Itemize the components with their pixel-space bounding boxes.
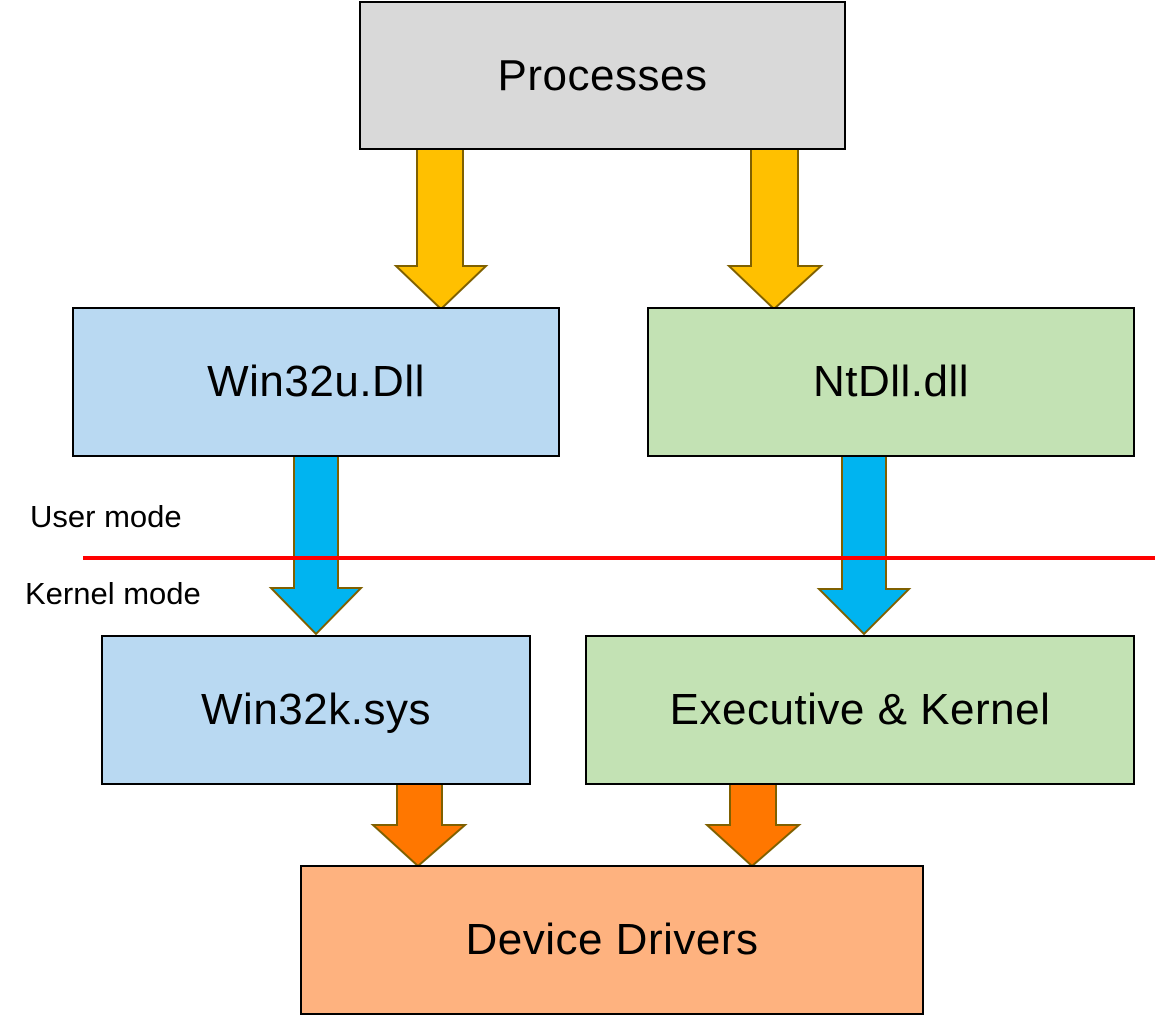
kernel-mode-label: Kernel mode (25, 576, 201, 611)
executive-kernel-box: Executive & Kernel (585, 635, 1135, 785)
win32u-dll-box: Win32u.Dll (72, 307, 560, 457)
arrow-executive-to-drivers (704, 782, 802, 868)
win32k-sys-box: Win32k.sys (101, 635, 531, 785)
arrow-win32k-to-drivers (370, 782, 468, 868)
user-mode-label: User mode (30, 499, 182, 534)
ntdll-dll-box: NtDll.dll (647, 307, 1135, 457)
device-drivers-box: Device Drivers (300, 865, 924, 1015)
arrow-ntdll-to-executive (816, 454, 912, 636)
arrow-win32u-to-win32k (268, 454, 364, 636)
arrow-processes-to-win32u (393, 147, 489, 311)
processes-box: Processes (359, 1, 846, 150)
arrow-processes-to-ntdll (726, 147, 824, 311)
user-kernel-boundary-line (83, 556, 1155, 560)
